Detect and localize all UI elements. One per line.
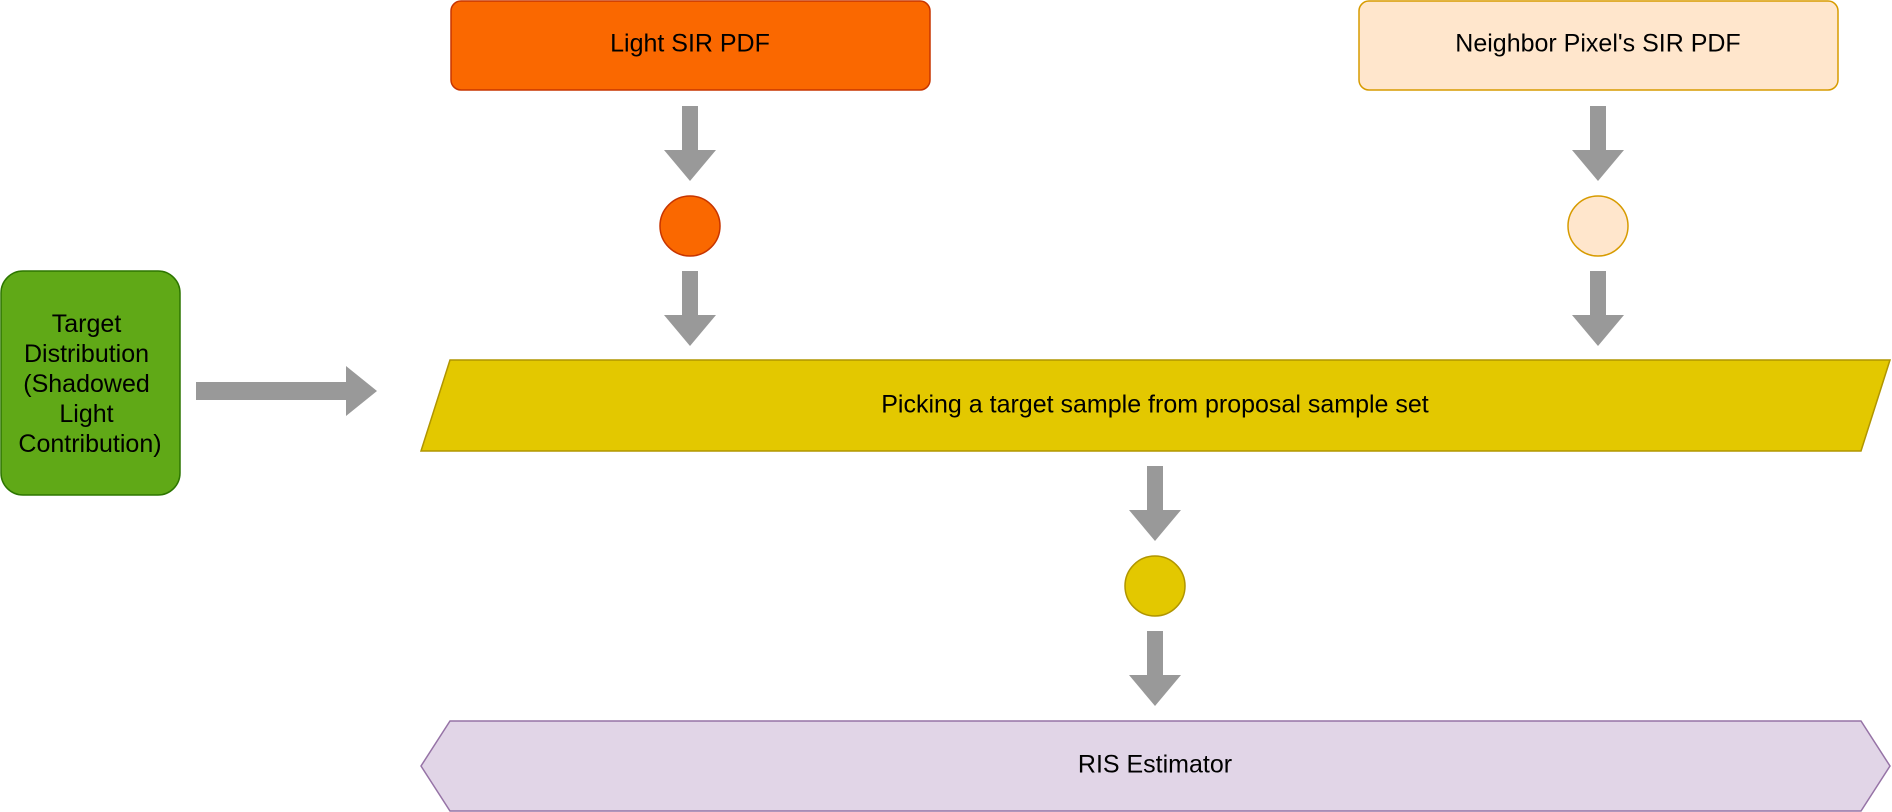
arrow-picking-to-sample [1129, 466, 1181, 541]
target-distribution-line: (Shadowed [23, 370, 149, 398]
target-distribution-label: Target Distribution (Shadowed Light Cont… [18, 310, 161, 458]
light-sir-pdf-node: Light SIR PDF [450, 0, 931, 91]
neighbor-sir-pdf-label: Neighbor Pixel's SIR PDF [1455, 30, 1740, 58]
ris-estimator-label: RIS Estimator [1078, 751, 1232, 779]
light-sir-pdf-label: Light SIR PDF [610, 30, 770, 58]
ris-estimator-node: RIS Estimator [420, 720, 1891, 812]
neighbor-sample-circle [1567, 195, 1629, 257]
target-distribution-line: Contribution) [18, 430, 161, 458]
light-sample-circle [659, 195, 721, 257]
arrow-light-sample-to-picking [664, 271, 716, 346]
picked-sample-circle [1124, 555, 1186, 617]
target-distribution-line: Distribution [24, 340, 149, 368]
target-distribution-line: Target [52, 310, 122, 338]
arrow-neighbor-sample-to-picking [1572, 271, 1624, 346]
arrow-light-to-sample [664, 106, 716, 181]
neighbor-sir-pdf-node: Neighbor Pixel's SIR PDF [1358, 0, 1839, 91]
arrow-neighbor-to-sample [1572, 106, 1624, 181]
arrow-target-to-picking [196, 366, 377, 416]
arrows [196, 106, 1624, 706]
arrow-sample-to-ris [1129, 631, 1181, 706]
picking-label: Picking a target sample from proposal sa… [881, 391, 1429, 419]
picking-node: Picking a target sample from proposal sa… [419, 359, 1892, 452]
target-distribution-line: Light [59, 400, 113, 428]
target-distribution-node: Target Distribution (Shadowed Light Cont… [0, 270, 181, 496]
